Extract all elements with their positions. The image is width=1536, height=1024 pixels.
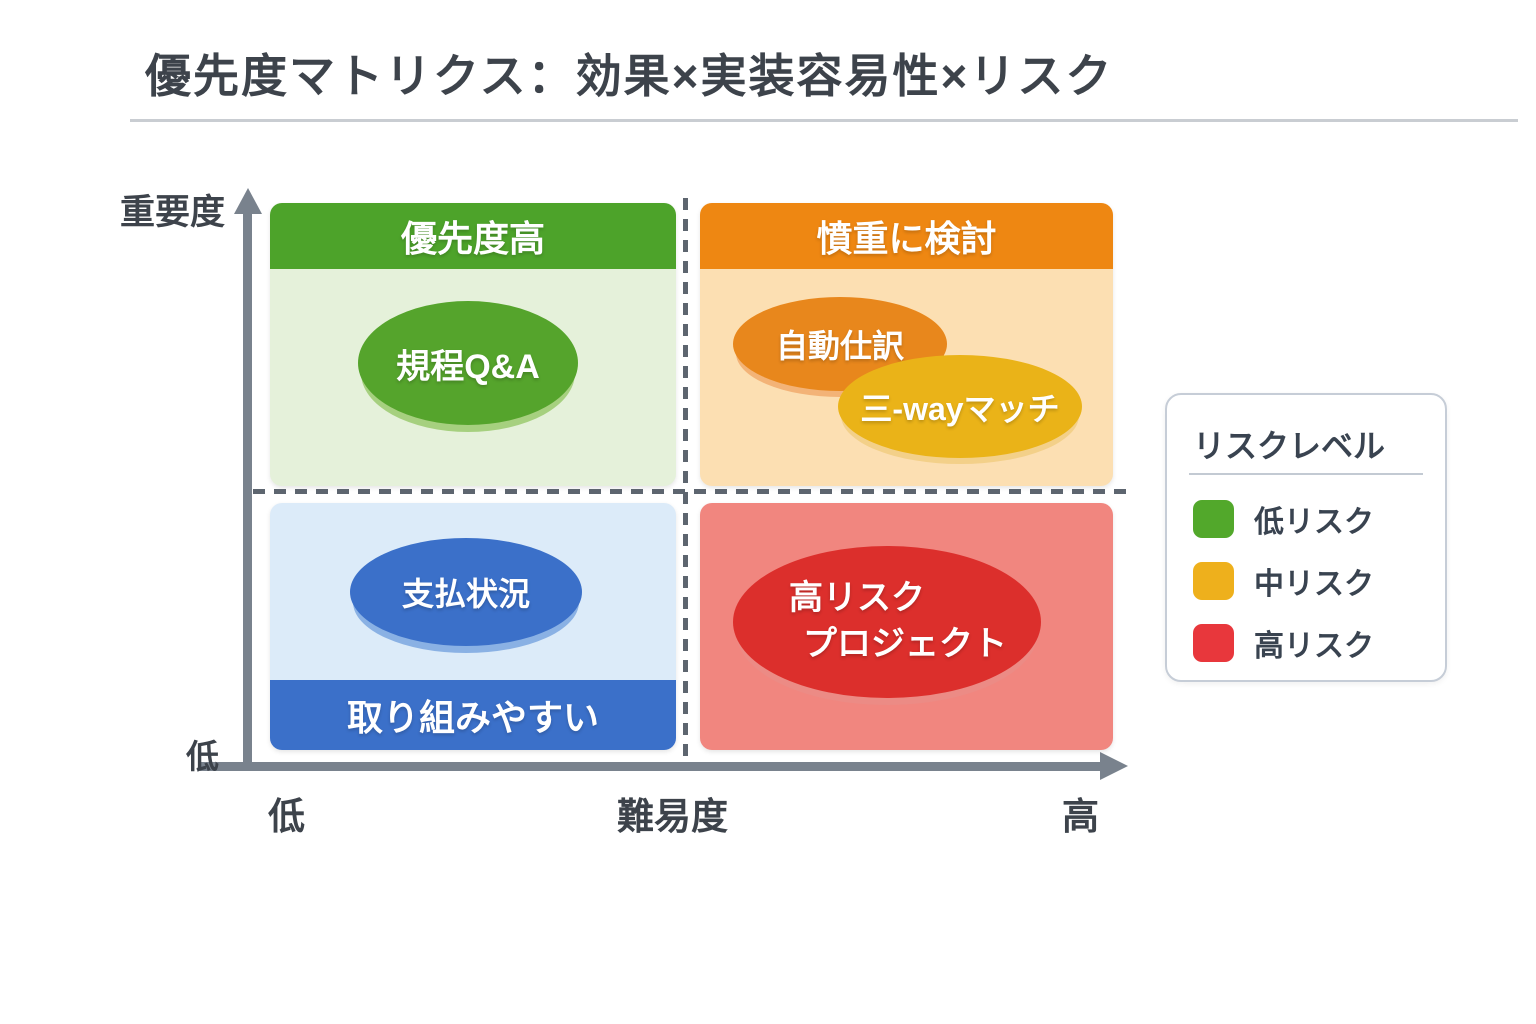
high-risk-swatch-icon: [1193, 624, 1234, 662]
bubble-high-risk-project-line1: 高リスク: [789, 579, 925, 618]
quadrant-easy-to-tackle: 支払状況 取り組みやすい: [270, 503, 676, 750]
vertical-dashed-divider: [683, 198, 688, 760]
low-risk-swatch-icon: [1193, 500, 1234, 538]
x-axis-low-label: 低: [268, 796, 305, 837]
quadrant-consider-carefully-header: 憤重に検討: [700, 203, 1113, 269]
page-title: 優先度マトリクス：効果×実装容易性×リスク: [145, 50, 1114, 102]
x-axis-label: 難易度: [617, 796, 728, 837]
bubble-regulation-qa: 規程Q&A: [358, 301, 578, 425]
horizontal-dashed-divider: [253, 489, 1131, 494]
bubble-auto-journal: 自動仕訳: [733, 297, 947, 391]
bubble-payment-status: 支払状況: [350, 538, 582, 646]
y-axis-label: 重要度: [120, 193, 226, 232]
legend-item-mid-risk: 中リスク: [1193, 559, 1374, 603]
legend-item-label: 高リスク: [1254, 630, 1374, 663]
quadrant-high-priority: 優先度高 規程Q&A: [270, 203, 676, 486]
legend-item-label: 中リスク: [1254, 568, 1374, 601]
bubble-high-risk-project: 高リスク プロジェクト: [733, 546, 1041, 698]
y-axis-low-label: 低: [186, 738, 219, 775]
bubble-high-risk-project-line2: プロジェクト: [803, 625, 1007, 663]
legend-item-label: 低リスク: [1254, 506, 1374, 539]
quadrant-easy-to-tackle-footer: 取り組みやすい: [270, 680, 676, 750]
x-axis-arrow-icon: [1100, 752, 1128, 780]
y-axis-arrow-icon: [234, 188, 262, 214]
y-axis-line: [243, 212, 252, 770]
bubble-three-way-match: 三-wayマッチ: [838, 355, 1082, 458]
mid-risk-swatch-icon: [1193, 562, 1234, 600]
legend-item-high-risk: 高リスク: [1193, 621, 1374, 665]
legend-divider: [1189, 473, 1423, 475]
legend-title: リスクレベル: [1193, 428, 1386, 464]
quadrant-high-risk: 高リスク プロジェクト: [700, 503, 1113, 750]
quadrant-consider-carefully: 憤重に検討 自動仕訳 三-wayマッチ: [700, 203, 1113, 486]
risk-level-legend: リスクレベル 低リスク 中リスク 高リスク: [1165, 393, 1447, 682]
title-divider: [130, 119, 1518, 122]
x-axis-high-label: 高: [1062, 796, 1099, 837]
x-axis-line: [200, 762, 1103, 771]
quadrant-high-priority-header: 優先度高: [270, 203, 676, 269]
legend-item-low-risk: 低リスク: [1193, 497, 1374, 541]
